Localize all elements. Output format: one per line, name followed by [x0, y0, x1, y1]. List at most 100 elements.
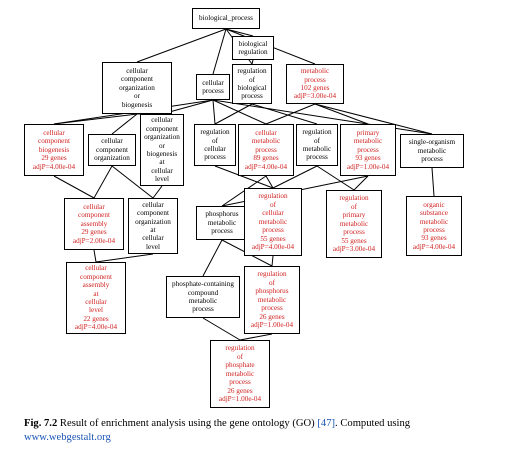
go-node-line: process: [229, 378, 251, 387]
go-node-line: cellular: [255, 128, 277, 137]
go-node-line: organization: [94, 154, 130, 163]
go-node-line: 89 genes: [253, 154, 279, 163]
go-node-line: cellular: [142, 234, 164, 243]
go-node-line: adjP=2.00e-04: [72, 236, 116, 245]
go-node-line: regulation: [302, 128, 332, 137]
go-node-line: process: [261, 304, 283, 313]
edge-13: [212, 99, 267, 125]
go-node-line: adjP=3.00e-04: [293, 92, 337, 101]
go-node-line: of: [237, 352, 243, 361]
go-node-line: process: [304, 75, 326, 84]
go-node-line: component: [96, 145, 128, 154]
go-node-line: biological: [238, 39, 268, 48]
go-node-line: phosphorus: [255, 287, 289, 296]
go-node-line: 22 genes: [83, 314, 109, 323]
go-node-line: cellular: [204, 145, 226, 153]
go-node-line: organization: [119, 83, 155, 92]
edge-34: [202, 239, 223, 277]
edge-21: [93, 165, 113, 199]
go-node-line: process: [262, 226, 284, 235]
go-node-line: component: [146, 124, 178, 133]
go-node-line: or: [159, 141, 165, 150]
go-node-line: of: [269, 278, 275, 287]
go-node-line: metabolic: [207, 218, 237, 227]
go-node-line: organic: [423, 200, 445, 209]
go-node-line: level: [146, 242, 160, 251]
go-node-line: metabolic: [302, 145, 332, 153]
go-node-line: component: [137, 209, 169, 218]
go-node-line: adjP=4.00e-04: [32, 162, 76, 171]
go-node-line: assembly: [80, 219, 108, 228]
go-node-line: regulation: [257, 270, 287, 279]
go-node-line: 29 genes: [81, 228, 107, 237]
go-node-line: metabolic: [353, 137, 383, 146]
go-node-line: cellular: [142, 200, 164, 209]
edge-31: [431, 167, 435, 197]
caption-link[interactable]: www.webgestalt.org: [24, 431, 111, 443]
go-node-line: biological_process: [199, 14, 253, 23]
go-node-line: component: [121, 75, 153, 84]
go-node-line: cellular: [202, 78, 224, 87]
go-node-line: process: [192, 305, 214, 314]
go-node-line: at: [150, 226, 156, 234]
edge-17: [265, 103, 316, 125]
go-node-line: phosphate: [225, 361, 255, 370]
caption-citation[interactable]: [47]: [317, 418, 336, 429]
edge-23: [152, 185, 163, 199]
caption-text-after: . Computed using: [335, 418, 411, 429]
go-node-line: primary: [356, 128, 380, 137]
go-node-line: 26 genes: [259, 312, 285, 321]
go-node-line: cellular: [85, 298, 107, 306]
go-node-line: biogenesis: [121, 100, 153, 109]
edge-20: [53, 175, 95, 199]
go-node-line: component: [80, 272, 112, 281]
go-node-line: process: [202, 87, 224, 95]
go-node-line: regulation: [258, 192, 288, 201]
go-node-line: 93 genes: [355, 154, 381, 163]
go-node-line: process: [357, 145, 379, 154]
go-node-line: of: [249, 75, 255, 84]
go-node-line: adjP=1.00e-04: [346, 162, 390, 171]
edge-2: [136, 28, 227, 63]
edge-37: [202, 317, 241, 341]
go-node-line: substance: [420, 209, 448, 218]
go-node-1: biological_process: [192, 8, 260, 29]
edge-12: [212, 99, 216, 125]
go-node-line: metabolic: [417, 146, 447, 155]
go-node-line: 55 genes: [341, 236, 367, 245]
go-node-line: process: [241, 92, 263, 101]
go-node-line: cellular: [262, 209, 284, 218]
go-node-line: assembly: [82, 281, 110, 290]
go-node-line: level: [155, 175, 169, 184]
edge-3: [212, 28, 227, 75]
go-node-line: regulation: [237, 67, 267, 76]
go-node-line: component: [38, 137, 70, 146]
go-node-line: or: [134, 92, 140, 101]
go-node-line: regulation: [339, 194, 369, 203]
go-node-line: cellular: [126, 66, 148, 75]
go-node-line: of: [212, 136, 218, 145]
go-node-line: metabolic: [188, 297, 218, 305]
go-node-line: process: [343, 228, 365, 237]
edge-15: [214, 103, 253, 125]
go-node-line: cellular: [151, 166, 173, 175]
edge-32: [93, 249, 97, 263]
edge-27: [272, 165, 318, 189]
go-node-line: cellular: [101, 137, 123, 146]
go-node-line: cellular: [43, 128, 65, 137]
go-node-line: adjP=4.00e-04: [74, 323, 118, 332]
go-node-line: 102 genes: [300, 84, 330, 92]
go-node-line: organization: [144, 133, 180, 142]
